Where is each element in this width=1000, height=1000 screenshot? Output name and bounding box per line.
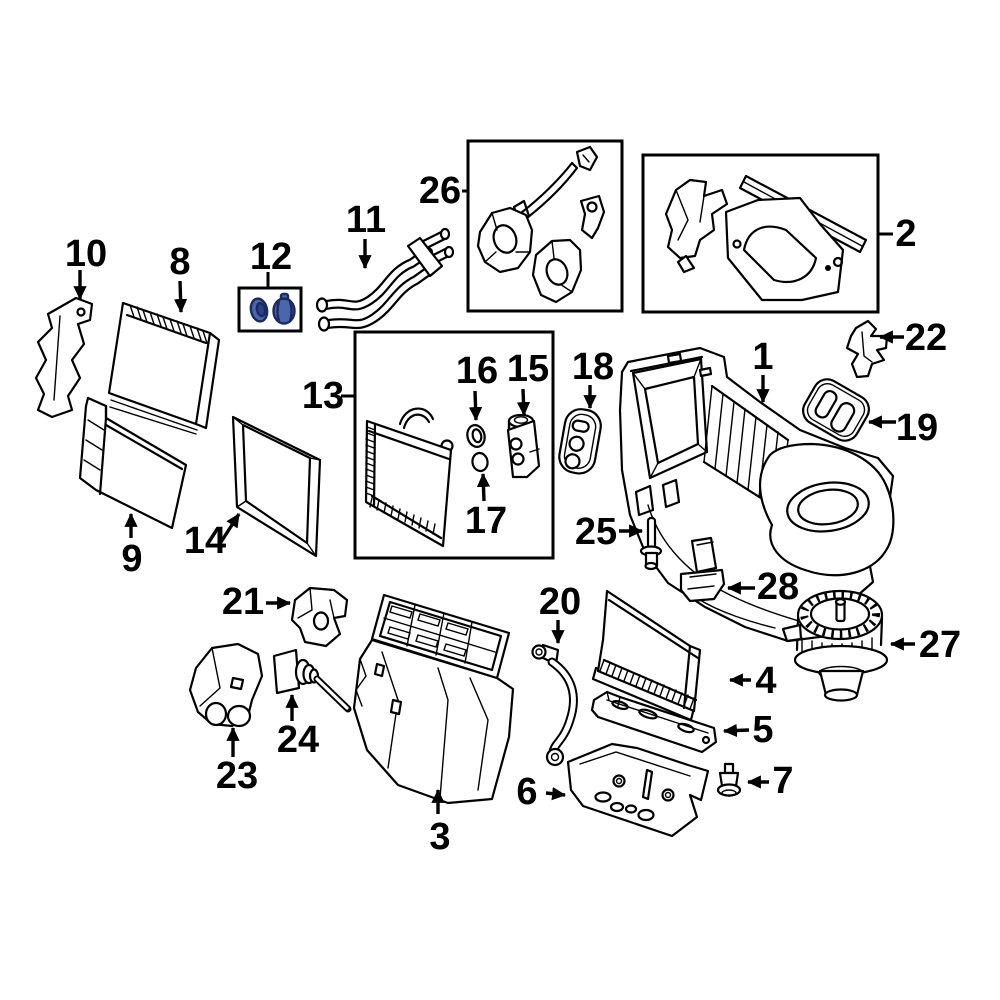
callout-7: 7	[772, 760, 793, 802]
part-15-expansion-valve	[506, 413, 541, 479]
group-box-13	[353, 330, 555, 560]
leader-arrow-17	[476, 472, 491, 502]
part-2-air-duct-set	[664, 174, 868, 302]
part-12-seal-grommets	[249, 292, 296, 325]
callout-26: 26	[419, 170, 461, 212]
callout-11: 11	[346, 199, 386, 241]
callout-16: 16	[456, 350, 498, 392]
part-14-filter-frame	[231, 415, 322, 558]
callout-13: 13	[302, 375, 344, 417]
callout-3: 3	[429, 816, 450, 858]
part-21-mounting-bracket	[290, 586, 349, 648]
callout-17: 17	[465, 500, 507, 542]
part-27-blower-motor-fan	[781, 589, 889, 702]
part-1-hvac-main-housing	[618, 346, 895, 643]
callout-28: 28	[757, 566, 799, 608]
part-25-push-stud	[639, 516, 663, 571]
callout-27: 27	[919, 624, 961, 666]
callout-4: 4	[755, 660, 776, 702]
callout-20: 20	[539, 581, 581, 623]
callout-25: 25	[575, 511, 617, 553]
callout-2: 2	[895, 213, 916, 255]
part-24-temperature-sensor	[272, 648, 352, 713]
part-23-actuator-motor	[188, 642, 264, 728]
part-13-evaporator	[364, 407, 454, 548]
callout-5: 5	[752, 709, 773, 751]
callout-6: 6	[516, 771, 537, 813]
part-3-lower-distribution-housing	[352, 593, 515, 805]
callout-10: 10	[65, 233, 107, 275]
callout-8: 8	[169, 241, 190, 283]
callout-14: 14	[184, 520, 226, 562]
part-19-duct-gasket	[802, 378, 870, 442]
part-8-evaporator-core	[107, 301, 221, 435]
leader-arrow-16	[468, 390, 483, 422]
group-box-12	[237, 286, 303, 333]
callout-15: 15	[507, 348, 549, 390]
part-28-clip-retainer	[679, 536, 726, 603]
part-22-clip-bracket	[845, 319, 889, 379]
part-10-side-bracket	[34, 296, 94, 419]
leader-arrow-8	[173, 280, 188, 314]
part-16-o-ring-large	[466, 424, 486, 448]
callout-1: 1	[752, 336, 773, 378]
part-9-heater-core	[78, 396, 188, 530]
callout-18: 18	[572, 346, 614, 388]
part-17-o-ring-small	[471, 451, 489, 473]
callout-23: 23	[216, 755, 258, 797]
callout-21: 21	[222, 581, 264, 623]
leader-arrow-15	[516, 388, 531, 417]
part-4-cabin-air-filter	[591, 589, 702, 722]
leader-arrow-6	[545, 787, 567, 801]
part-6-lower-cover-tray	[566, 742, 710, 838]
callout-24: 24	[277, 719, 319, 761]
callout-12: 12	[250, 236, 292, 278]
part-5-filter-bracket-rail	[590, 690, 718, 754]
part-11-heater-hoses	[315, 227, 455, 332]
part-26-blower-scroll-kit	[476, 145, 606, 304]
part-20-drain-hose	[531, 643, 578, 767]
group-box-2	[641, 153, 880, 314]
callout-22: 22	[905, 317, 947, 359]
leader-arrow-5	[722, 723, 750, 738]
part-18-outlet-muffler	[558, 408, 602, 475]
callout-9: 9	[121, 538, 142, 580]
callout-19: 19	[896, 407, 938, 449]
leader-arrow-14	[219, 513, 241, 543]
part-7-retainer-stud	[716, 762, 742, 797]
group-box-26	[466, 139, 624, 313]
